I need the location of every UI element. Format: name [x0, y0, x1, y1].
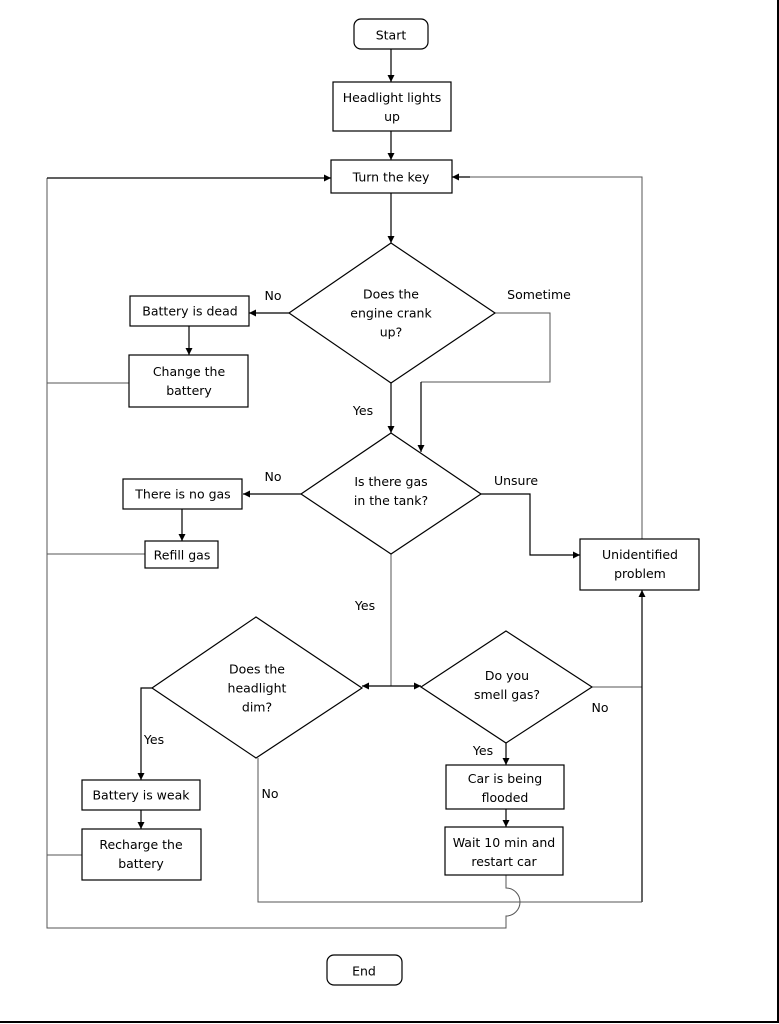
node-label-line: in the tank?: [354, 493, 428, 508]
node-label-end: End: [352, 964, 376, 979]
node-label-line: Headlight lights: [343, 90, 442, 105]
edge-crank-sometime: [421, 312, 551, 383]
node-label-change-battery: Change the battery: [153, 364, 226, 398]
refill-gas-box: [144, 540, 219, 569]
node-label-line: headlight: [228, 681, 287, 696]
node-label-refill-gas: Refill gas: [154, 548, 211, 563]
node-label-battery-weak: Battery is weak: [92, 788, 190, 803]
node-label-line: Does the: [363, 287, 419, 302]
node-label-engine-crank: Does the engine crank up?: [350, 287, 432, 340]
node-label-line: restart car: [471, 854, 537, 869]
end-terminal: [326, 954, 403, 986]
node-label-line: Turn the key: [352, 170, 430, 185]
node-label-headlight-lights-up: Headlight lights up: [343, 90, 442, 124]
node-label-line: smell gas?: [474, 687, 540, 702]
node-label-no-gas: There is no gas: [134, 487, 230, 502]
node-label-car-flooded: Car is being flooded: [468, 771, 542, 805]
start-terminal: [353, 18, 429, 50]
gas-in-tank-decision: [299, 432, 483, 555]
car-flooded-box: [445, 764, 565, 810]
battery-dead-box: [129, 295, 250, 327]
node-label-line: Battery is dead: [142, 304, 237, 319]
node-label-gas-in-tank: Is there gas in the tank?: [354, 474, 428, 508]
wait-restart-box: [444, 826, 564, 876]
node-label-line: Does the: [229, 662, 285, 677]
edge-dim-yes: [137, 687, 152, 780]
node-label-line: battery: [166, 383, 212, 398]
node-label-smell-gas: Do you smell gas?: [474, 668, 540, 702]
edge-label-crank-no: No: [265, 288, 282, 303]
node-label-line: Recharge the: [99, 837, 183, 852]
node-label-line: up: [384, 109, 400, 124]
edge-label-gas-unsure: Unsure: [494, 473, 538, 488]
node-label-line: There is no gas: [134, 487, 230, 502]
node-label-line: Wait 10 min and: [453, 835, 556, 850]
headlight-lights-up-box: [332, 81, 452, 132]
node-label-line: up?: [380, 325, 403, 340]
edge-label-smell-yes: Yes: [472, 743, 493, 758]
edge-label-crank-sometime: Sometime: [507, 287, 571, 302]
smell-gas-decision: [419, 630, 594, 744]
node-label-line: battery: [118, 856, 164, 871]
unidentified-problem-box: [579, 538, 700, 591]
node-label-battery-dead: Battery is dead: [142, 304, 237, 319]
node-label-headlight-dim: Does the headlight dim?: [228, 662, 287, 715]
node-label-line: Battery is weak: [92, 788, 190, 803]
no-gas-box: [122, 478, 243, 510]
turn-key-box: [330, 159, 453, 194]
nodes: [81, 18, 700, 986]
node-label-line: End: [352, 964, 376, 979]
node-label-line: Start: [376, 28, 407, 43]
node-label-turn-key: Turn the key: [352, 170, 430, 185]
edge-wait-return: [46, 178, 521, 929]
change-battery-box: [128, 354, 249, 408]
edge-label-crank-yes: Yes: [352, 403, 373, 418]
node-label-line: Change the: [153, 364, 226, 379]
node-label-start: Start: [376, 28, 407, 43]
edge-gas-unsure: [481, 493, 580, 559]
edge-label-dim-yes: Yes: [143, 732, 164, 747]
node-label-line: problem: [614, 566, 666, 581]
edge-label-dim-no: No: [262, 786, 279, 801]
node-label-unidentified: Unidentified problem: [602, 547, 678, 581]
node-label-line: flooded: [482, 790, 529, 805]
node-label-line: dim?: [242, 700, 272, 715]
connectors: [46, 49, 646, 929]
node-label-line: Is there gas: [354, 474, 427, 489]
engine-crank-decision: [287, 242, 497, 384]
node-label-recharge-battery: Recharge the battery: [99, 837, 183, 871]
node-label-line: Unidentified: [602, 547, 678, 562]
edge-label-gas-yes: Yes: [354, 598, 375, 613]
edge-label-gas-no: No: [265, 469, 282, 484]
edge-dim-no: [257, 758, 642, 903]
headlight-dim-decision: [150, 616, 364, 759]
edge-label-smell-no: No: [592, 700, 609, 715]
edge-unidentified-return: [452, 176, 643, 539]
battery-weak-box: [81, 779, 201, 811]
node-label-wait-restart: Wait 10 min and restart car: [453, 835, 556, 869]
node-label-line: Refill gas: [154, 548, 211, 563]
node-label-line: engine crank: [350, 306, 432, 321]
node-label-line: Car is being: [468, 771, 542, 786]
node-label-line: Do you: [485, 668, 529, 683]
recharge-battery-box: [81, 828, 202, 881]
